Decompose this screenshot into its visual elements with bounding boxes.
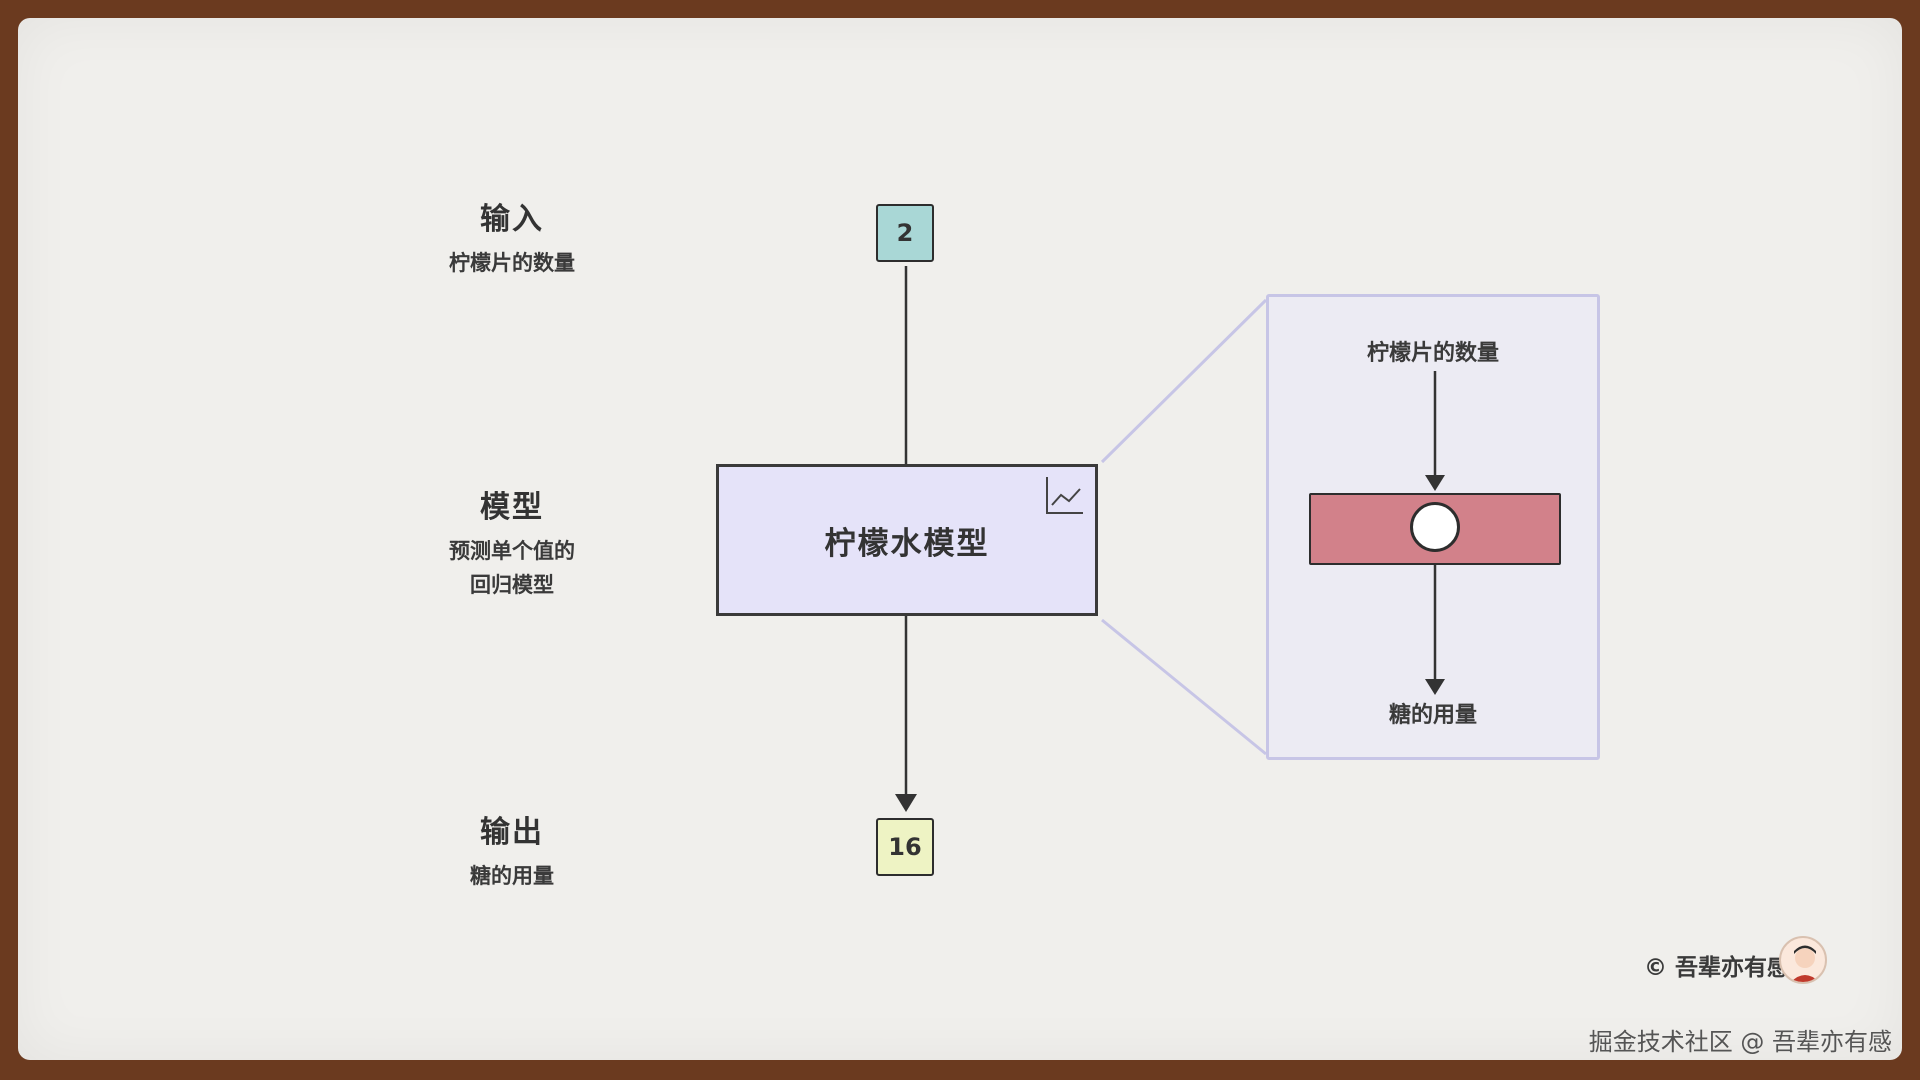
zoom-output-label: 糖的用量 (1388, 703, 1477, 728)
model-title: 模型 (480, 490, 544, 525)
output-value-box: 16 (876, 818, 934, 876)
neuron-node (1410, 502, 1460, 552)
zoom-arrows (1425, 371, 1445, 695)
output-title: 输出 (480, 815, 544, 850)
neuron-layer (1309, 493, 1561, 565)
copyright-text: © 吾辈亦有感 (1643, 955, 1790, 981)
input-label-group: 输入 柠檬片的数量 (412, 194, 612, 280)
model-subtitle-line1: 预测单个值的 (449, 539, 575, 563)
zoom-arrow-out-head (1425, 679, 1445, 695)
zoom-input-label: 柠檬片的数量 (1366, 341, 1499, 366)
model-label-group: 模型 预测单个值的 回归模型 (412, 482, 612, 602)
watermark-text: 掘金技术社区 @ 吾辈亦有感 (1588, 1028, 1892, 1056)
model-to-output-arrowhead (895, 794, 917, 812)
zoom-line-bottom (1101, 618, 1267, 756)
input-title: 输入 (480, 202, 544, 237)
output-subtitle: 糖的用量 (470, 864, 554, 888)
line-chart-icon (1045, 475, 1085, 519)
model-box: 柠檬水模型 (716, 464, 1098, 616)
output-label-group: 输出 糖的用量 (412, 807, 612, 893)
input-subtitle: 柠檬片的数量 (449, 251, 575, 275)
zoom-line-top (1100, 298, 1268, 464)
model-zoom-panel: 柠檬片的数量 糖的用量 (1266, 294, 1600, 760)
model-box-label: 柠檬水模型 (824, 525, 990, 562)
zoom-arrow-in-head (1425, 475, 1445, 491)
author-avatar (1779, 936, 1827, 984)
input-value-box: 2 (876, 204, 934, 262)
model-subtitle-line2: 回归模型 (470, 573, 554, 597)
